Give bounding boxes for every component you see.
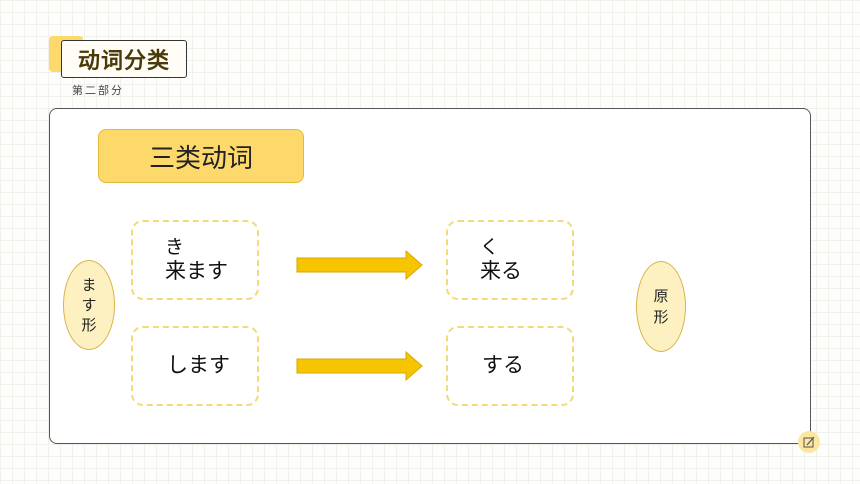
arrow-right-icon [296,351,423,381]
dict-card-suru: する [446,326,574,406]
page-title: 动词分类 [61,40,187,78]
masu-form-text: 来ます [165,258,228,283]
masu-form-text: します [167,353,230,378]
masu-card-suru: します [131,326,259,406]
masu-form-label: ます形 [63,260,115,350]
arrow-right-icon [296,250,423,280]
section-heading: 三类动词 [98,129,304,183]
dict-card-kuru: く 来る [446,220,574,300]
dict-form-text: する [482,353,524,378]
pen-note-icon[interactable] [798,431,820,453]
dictionary-form-label: 原形 [636,261,686,352]
dict-form-text: 来る [480,258,522,283]
masu-card-kuru: き 来ます [131,220,259,300]
furigana-ku: く [480,236,500,258]
furigana-ki: き [165,236,185,258]
page-subtitle: 第二部分 [72,84,124,97]
